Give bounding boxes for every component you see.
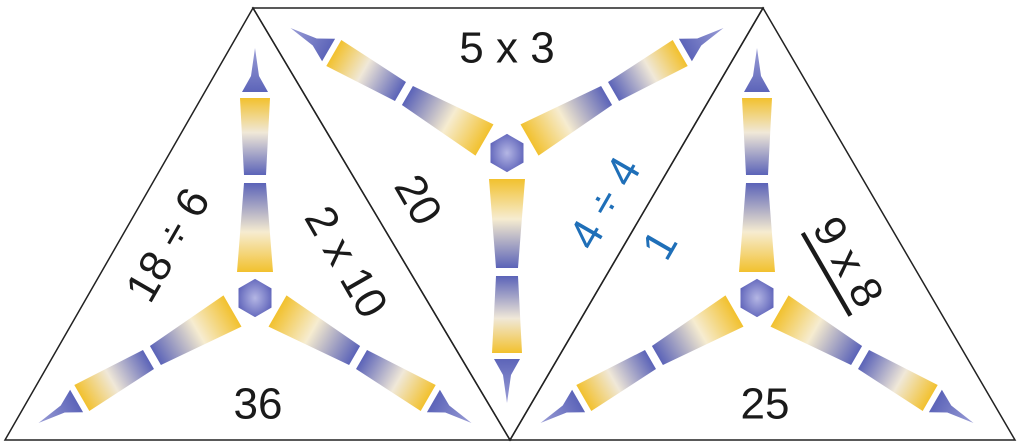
left-triangle-left-edge-text: 18 ÷ 6 (116, 180, 219, 310)
middle-triangle-left-edge-text: 20 (385, 167, 452, 234)
right-triangle-bottom-text: 25 (741, 380, 790, 429)
middle-triangle-top-text: 5 x 3 (459, 24, 554, 73)
right-triangle (508, 6, 1017, 441)
middle-triangle-right-edge-answer: 1 (633, 222, 688, 268)
left-triangle-bottom-text: 36 (234, 380, 283, 429)
left-triangle-right-edge-text: 2 x 10 (295, 198, 397, 326)
right-triangle-right-edge-text: 9 x 8 (803, 208, 893, 315)
